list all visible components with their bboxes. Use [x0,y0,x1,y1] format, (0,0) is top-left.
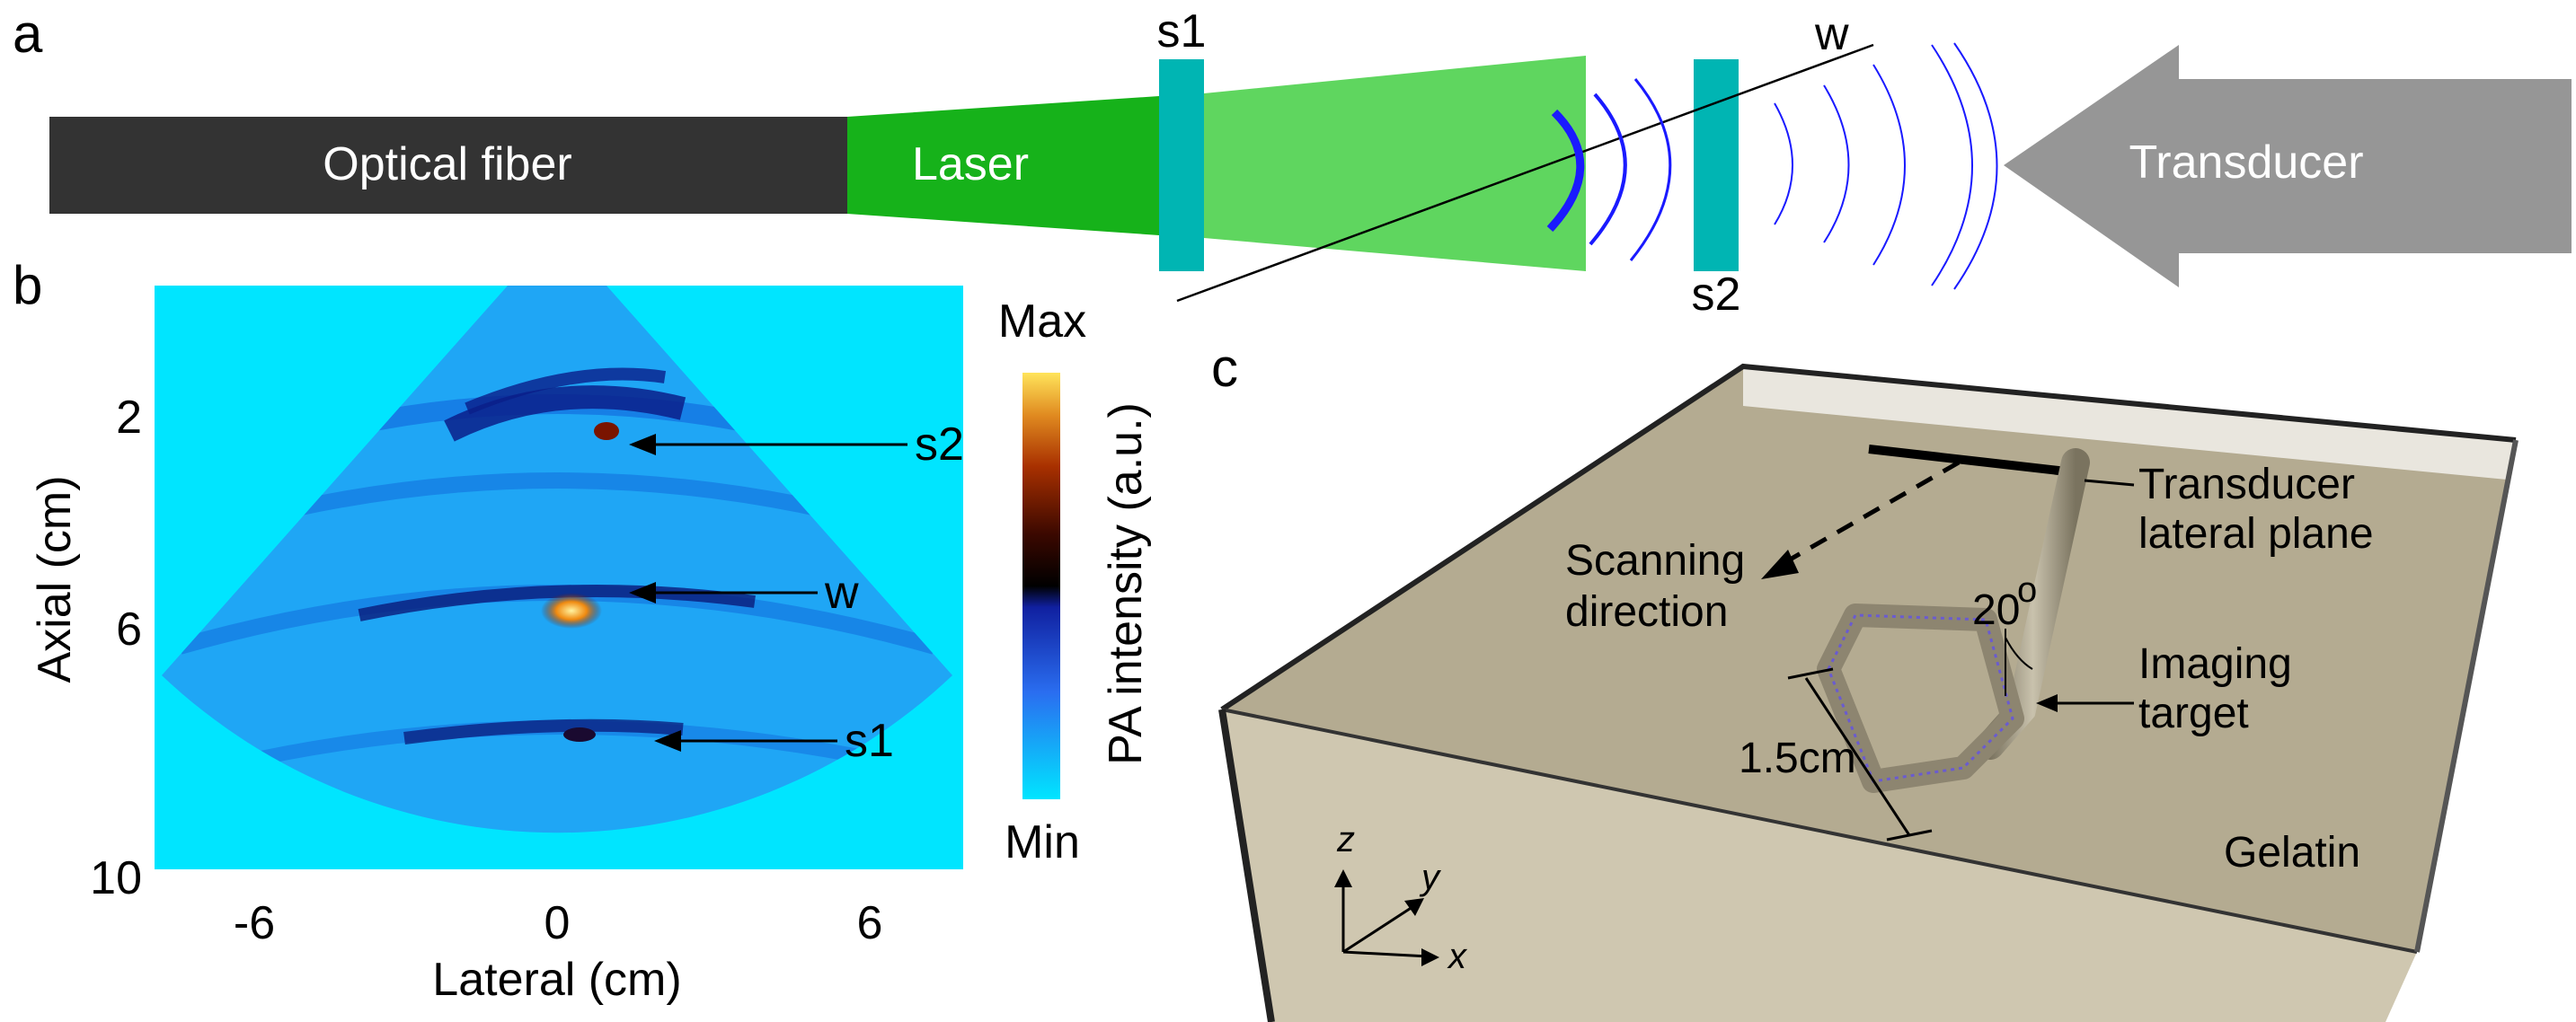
panel-b-letter: b [13,255,42,315]
s1-signal [563,727,596,742]
acoustic-waves [1546,42,1998,290]
panel-a: a Optical fiber Laser s1 s2 w Transducer [13,4,2572,321]
dimension-tick [1787,667,1834,680]
arrowhead [2036,694,2058,712]
x-axis-label: x [1447,937,1468,976]
transducer-arrow [2004,45,2572,287]
panel-a-letter: a [13,4,43,64]
arrowhead [629,434,656,455]
arrowhead [629,582,656,604]
w-signal [541,593,602,629]
scanning-direction-line [1777,460,1961,568]
x-axis-label: Lateral (cm) [432,954,681,1006]
wave-arc [1872,64,1906,266]
wave-arc [1953,42,1998,290]
dimension-line [1804,677,1911,836]
arrowhead [1421,948,1439,966]
leader-line [2084,479,2135,487]
imaging-target-label-2: target [2138,690,2249,737]
colorbar-min-label: Min [1005,816,1080,868]
wire-w-label: w [1814,8,1849,60]
colorbar-title: PA intensity (a.u.) [1100,402,1152,765]
slab-s2 [1694,59,1739,271]
panel-b: b s2 w s1 2 6 10 Axial (cm) -6 0 [13,255,1152,1006]
s2-signal [594,422,619,440]
size-label: 1.5cm [1739,735,1856,782]
wave-arc [1774,102,1793,225]
box-rim [1220,363,2517,712]
scanning-label-1: Scanning [1565,537,1745,585]
transducer-label: Transducer [2129,137,2363,189]
optical-fiber-label: Optical fiber [323,138,571,190]
y-axis [1342,903,1416,954]
x-tick: -6 [234,897,275,949]
annotation-s1: s1 [845,715,894,767]
laser-beam-narrow [847,96,1159,235]
gelatin-label: Gelatin [2224,829,2360,877]
y-tick: 10 [90,852,142,904]
box-edge [2414,439,2518,953]
imaging-target-label-1: Imaging [2138,640,2292,688]
arrowhead [1334,869,1352,887]
x-tick: 6 [857,897,883,949]
transducer-plane-label-1: Transducer [2138,461,2355,508]
z-axis-label: z [1336,820,1355,859]
pa-image-fan [162,286,952,833]
wave-arc [1589,93,1627,246]
transducer-lateral-plane-bar [1868,445,2067,476]
panel-c-letter: c [1211,338,1238,398]
x-axis [1342,950,1430,958]
wire-w [1176,43,1874,303]
wave-arc [1823,84,1850,243]
angle-label: 20 [1972,586,2020,634]
coordinate-axes [1334,869,1439,966]
gelatin-top-surface [1222,366,2516,952]
colorbar-max-label: Max [998,295,1086,348]
arrowhead [1404,898,1424,916]
gelatin-front-face [1222,709,2417,1022]
box-edge [1218,709,1275,1022]
panel-c: c 20 o Transducer lateral plane Scanning… [1211,338,2518,1022]
transducer-plane-label-2: lateral plane [2138,510,2374,558]
box-edge [1221,708,2418,954]
wave-arc [1931,44,1973,286]
y-axis-label: Axial (cm) [29,475,81,683]
y-axis-label: y [1419,858,1442,897]
wave-arc [1546,109,1585,233]
y-tick: 6 [116,604,142,656]
angle-arc [2005,637,2033,670]
laser-beam-wide [1204,56,1586,271]
arrowhead [654,730,681,752]
colorbar [1022,373,1060,799]
slab-s1 [1159,59,1204,271]
dimension-tick [1886,829,1933,841]
slab-s1-label: s1 [1157,5,1207,57]
annotation-w: w [824,567,859,619]
wave-arc [1629,78,1672,261]
scanning-label-2: direction [1565,588,1728,636]
angle-unit: o [2017,570,2037,610]
box-back-wall [1743,366,2516,480]
scanning-arrowhead [1761,550,1799,579]
annotation-s2: s2 [915,418,964,471]
y-tick: 2 [116,392,142,444]
x-tick: 0 [544,897,571,949]
optical-fiber [49,117,847,214]
laser-label: Laser [912,138,1029,190]
slab-s2-label: s2 [1692,269,1741,321]
